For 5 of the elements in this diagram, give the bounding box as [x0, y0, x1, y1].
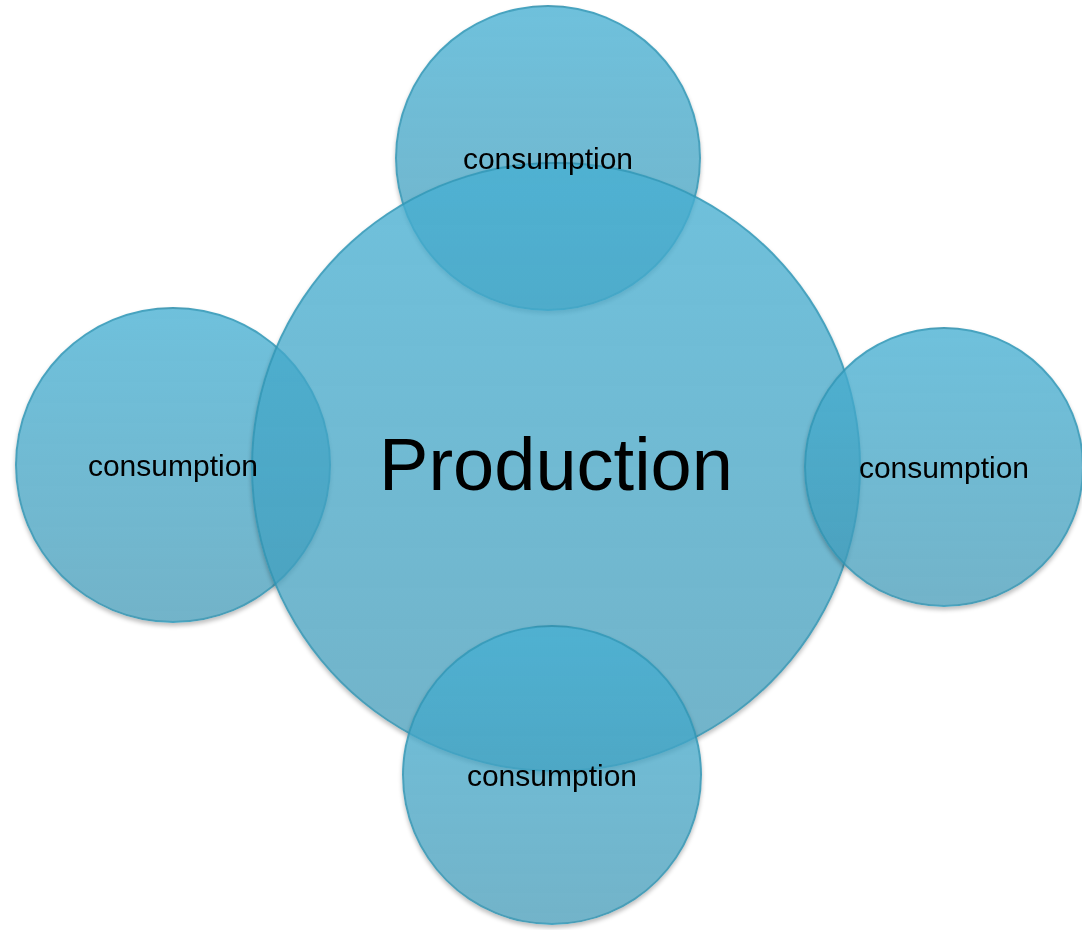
circle-label: consumption: [462, 143, 634, 174]
center-label: Production: [379, 428, 733, 503]
circle-label: consumption: [87, 450, 259, 481]
circle-label: consumption: [858, 452, 1030, 483]
circle-label: consumption: [466, 760, 638, 791]
